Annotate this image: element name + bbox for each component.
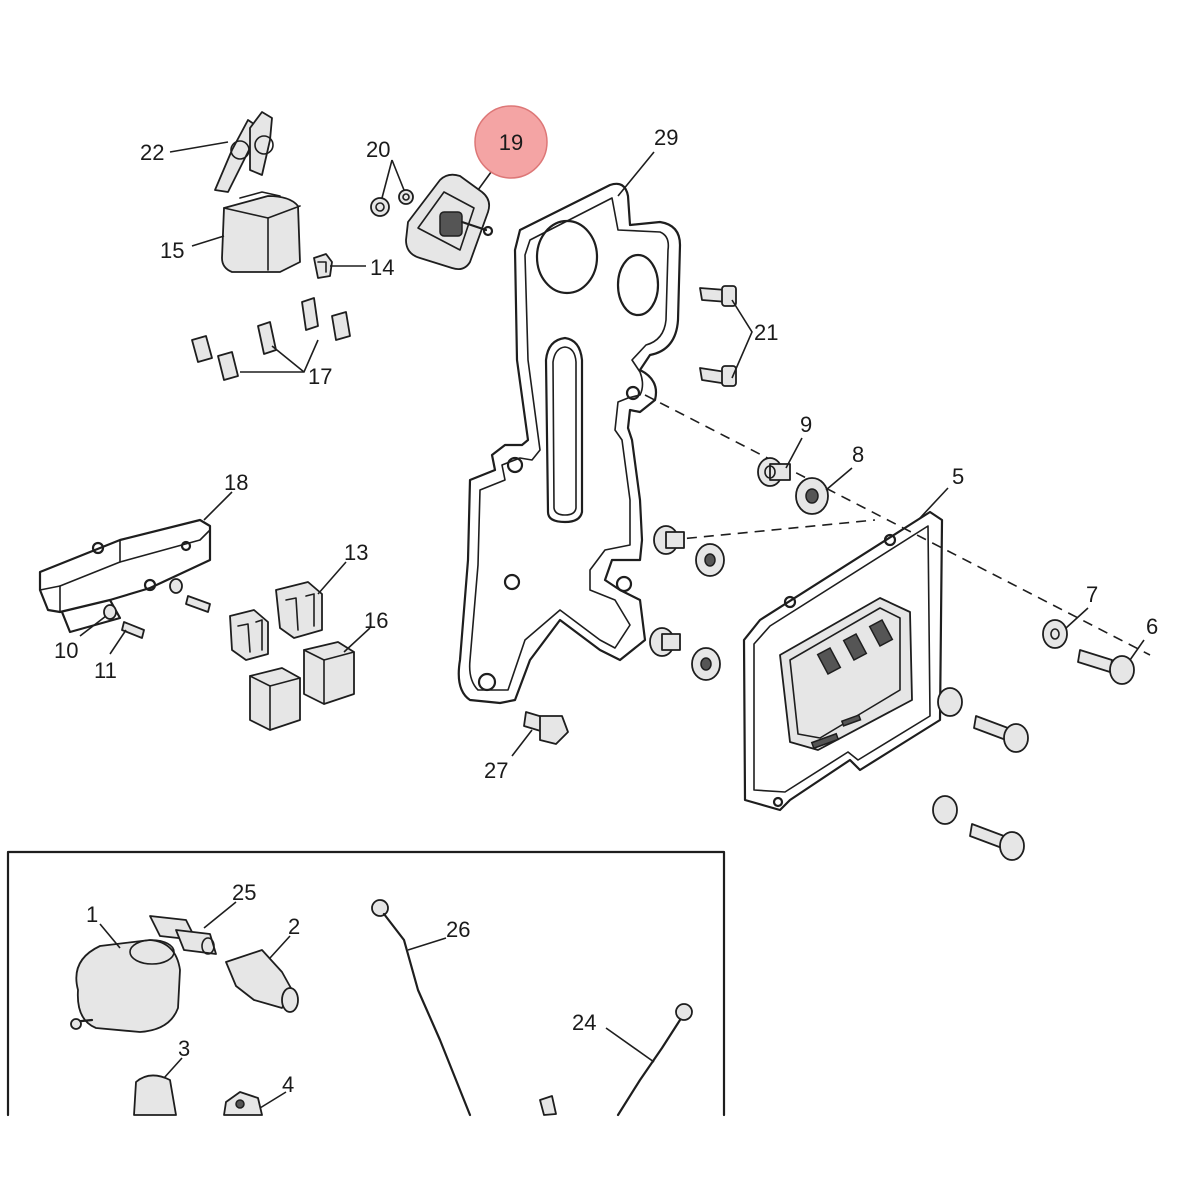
leader-lines: [79, 141, 1145, 1109]
bolt-6[interactable]: [1077, 649, 1135, 685]
callout-11: 11: [94, 658, 117, 683]
callout-2: 2: [288, 914, 300, 939]
spacer-9[interactable]: [757, 457, 791, 487]
callout-19-highlight: [474, 105, 548, 179]
sensor-3[interactable]: [133, 1074, 177, 1116]
terminal-clips-17[interactable]: [191, 297, 351, 381]
circuit-breaker-19[interactable]: [405, 173, 494, 271]
terminals-22[interactable]: [214, 111, 274, 193]
callout-10: 10: [54, 638, 78, 663]
clip-14[interactable]: [313, 253, 333, 279]
callout-18: 18: [224, 470, 248, 495]
washer-10[interactable]: [103, 578, 183, 620]
callout-29: 29: [654, 125, 678, 150]
ecu-module-5[interactable]: [742, 510, 944, 812]
grommet-8[interactable]: [795, 477, 829, 515]
bracket-plate-29[interactable]: [457, 182, 682, 705]
temp-sensor-2[interactable]: [225, 949, 299, 1013]
callout-5: 5: [952, 464, 964, 489]
callout-1: 1: [86, 902, 98, 927]
callout-20: 20: [366, 137, 390, 162]
callout-13: 13: [344, 540, 368, 565]
callout-7: 7: [1086, 582, 1098, 607]
screw-11[interactable]: [121, 595, 211, 639]
callout-22: 22: [140, 140, 164, 165]
relay-15[interactable]: [221, 191, 301, 273]
assembly-lines: [644, 394, 1151, 656]
spacers-grommets-lower[interactable]: [649, 525, 725, 681]
callout-16: 16: [364, 608, 388, 633]
relay-bracket-18[interactable]: [38, 518, 212, 634]
sensor-wire-26[interactable]: [371, 899, 472, 1117]
callout-26: 26: [446, 917, 470, 942]
callout-14: 14: [370, 255, 394, 280]
relays-16[interactable]: [249, 641, 355, 731]
washers-bolts-lower[interactable]: [932, 687, 1029, 861]
relay-sockets-13[interactable]: [229, 581, 323, 661]
callout-21: 21: [754, 320, 778, 345]
sensor-4[interactable]: [223, 1091, 263, 1116]
bolt-27[interactable]: [523, 711, 569, 745]
callout-27: 27: [484, 758, 508, 783]
adapter-25[interactable]: [149, 915, 217, 955]
callout-15: 15: [160, 238, 184, 263]
sensor-wire-24[interactable]: [539, 1003, 693, 1117]
callout-9: 9: [800, 412, 812, 437]
callout-8: 8: [852, 442, 864, 467]
callout-4: 4: [282, 1072, 294, 1097]
nuts-20[interactable]: [370, 189, 414, 217]
sensor-inset-box: [6, 850, 726, 1117]
screws-21[interactable]: [699, 285, 737, 387]
callout-19: 19: [499, 130, 523, 155]
pressure-sender-1[interactable]: [70, 939, 181, 1033]
callout-25: 25: [232, 880, 256, 905]
callout-3: 3: [178, 1036, 190, 1061]
callout-6: 6: [1146, 614, 1158, 639]
callout-17: 17: [308, 364, 332, 389]
callout-labels: 19 22 20 29 15 14 21 17 9 8 5 18 13 7 16…: [54, 105, 1158, 1097]
washer-7[interactable]: [1042, 619, 1068, 649]
callout-24: 24: [572, 1010, 596, 1035]
